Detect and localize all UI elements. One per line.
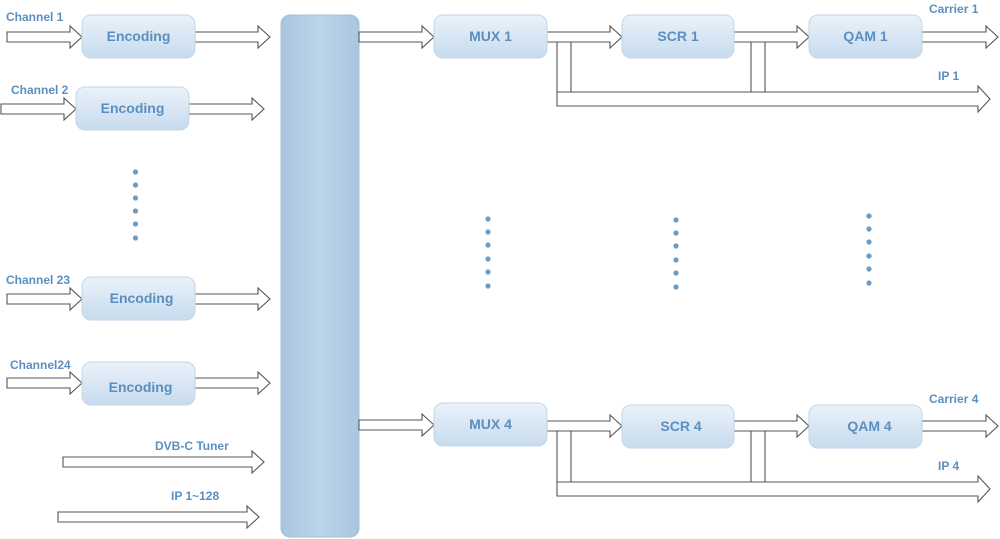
arrow-scr-1-to-qam-1: [733, 24, 810, 50]
arrow-channel-24-in: [6, 370, 83, 396]
mux-1-label: MUX 1: [469, 28, 512, 44]
arrow-carrier-1-out: [921, 24, 999, 50]
arrow-channel-2-in: [0, 96, 77, 122]
ip-4-branch: [556, 431, 991, 504]
qam-4-box: [808, 404, 923, 449]
scr-1-label: SCR 1: [657, 28, 698, 44]
arrow-bus-to-mux-4: [358, 412, 435, 438]
encoder-1-label: Encoding: [107, 28, 171, 44]
arrow-channel-1-in: [6, 24, 83, 50]
scr-1-box: [621, 14, 735, 59]
encoder-1: Encoding: [81, 14, 196, 59]
mux-4-label: MUX 4: [469, 416, 512, 432]
encoder-2-label: Encoding: [101, 100, 165, 116]
chain-1: MUX 1 SCR 1 QAM 1 Carrier 1 IP 1: [358, 2, 999, 114]
ip-1-label: IP 1: [938, 69, 959, 83]
encoder-2: Encoding: [75, 86, 190, 131]
arrow-mux-1-to-scr-1: [546, 24, 623, 50]
mux-ellipsis: [485, 216, 491, 289]
arrow-mux-4-to-scr-4: [546, 413, 623, 439]
scr-ellipsis: [673, 217, 679, 290]
channel-2-label: Channel 2: [11, 83, 69, 97]
qam-1-box: [808, 14, 923, 59]
arrow-channel-2-out: [188, 96, 265, 122]
ip-inputs-label: IP 1~128: [171, 489, 219, 503]
dvbc-tuner-label: DVB-C Tuner: [155, 439, 229, 453]
arrow-channel-23-out: [194, 286, 271, 312]
carrier-4-label: Carrier 4: [929, 392, 979, 406]
ip-1-branch: [556, 42, 991, 114]
arrow-scr-4-to-qam-4: [733, 413, 810, 439]
channel-24-label: Channel24: [10, 358, 71, 372]
arrow-channel-24-out: [194, 370, 271, 396]
encoder-23: Encoding: [81, 276, 196, 321]
encoder-23-label: Encoding: [110, 290, 174, 306]
chain-4: MUX 4 SCR 4 QAM 4 Carrier 4 IP 4: [358, 392, 999, 504]
scr-4-box: [621, 404, 735, 449]
central-bus: [280, 14, 360, 538]
arrow-dvbc-tuner: [62, 449, 265, 475]
channel-23-label: Channel 23: [6, 273, 70, 287]
input-arrows: [0, 24, 271, 530]
qam-1-label: QAM 1: [843, 28, 888, 44]
qam-4-label: QAM 4: [847, 418, 892, 434]
encoder-24-label: Encoding: [109, 379, 173, 395]
arrow-channel-23-in: [6, 286, 83, 312]
arrow-channel-1-out: [194, 24, 271, 50]
arrow-carrier-4-out: [921, 413, 999, 439]
ip-4-label: IP 4: [938, 459, 959, 473]
qam-ellipsis: [866, 213, 872, 286]
mux-4-box: [433, 402, 548, 447]
mux-1-box: [433, 14, 548, 59]
arrow-bus-to-mux-1: [358, 24, 435, 50]
channel-1-label: Channel 1: [6, 10, 64, 24]
encoder-24: Encoding: [81, 361, 196, 406]
encoder-ellipsis: [132, 169, 139, 241]
carrier-1-label: Carrier 1: [929, 2, 979, 16]
arrow-ip-inputs: [57, 504, 260, 530]
scr-4-label: SCR 4: [660, 418, 701, 434]
